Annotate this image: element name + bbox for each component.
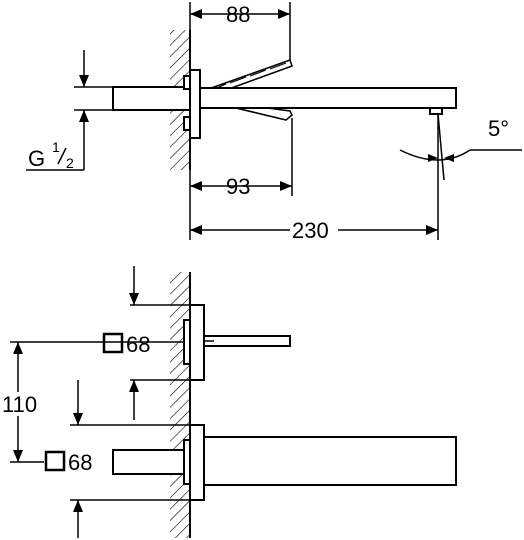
angle-dimension: 5° xyxy=(399,113,522,181)
dim-top-plate: 68 xyxy=(102,266,190,420)
plate-bottom-label: 68 xyxy=(68,450,92,475)
dim-110: 110 xyxy=(0,341,184,463)
thread-num: 1 xyxy=(52,139,60,155)
mixer-unit xyxy=(183,304,291,381)
dim-110-label: 110 xyxy=(2,392,37,417)
spout-unit xyxy=(112,424,457,501)
thread-dimension: G 1 2 xyxy=(26,50,113,171)
thread-den: 2 xyxy=(66,155,74,171)
angle-label: 5° xyxy=(488,116,509,141)
side-view: 5° 88 93 230 xyxy=(26,2,522,243)
wall-bottom xyxy=(170,272,191,538)
spout-side xyxy=(199,87,457,115)
dim-93-label: 93 xyxy=(226,174,250,199)
dim-93: 93 xyxy=(190,118,293,199)
concealed-body-side xyxy=(112,86,192,111)
dim-bottom-plate: 68 xyxy=(44,380,190,538)
plate-top-label: 68 xyxy=(126,332,150,357)
front-view: 68 68 110 xyxy=(0,266,457,538)
dim-230-label: 230 xyxy=(292,218,329,243)
dim-230: 230 xyxy=(190,180,439,243)
dim-88-label: 88 xyxy=(226,2,250,27)
dim-88: 88 xyxy=(190,2,291,60)
thread-g-label: G xyxy=(28,146,45,171)
